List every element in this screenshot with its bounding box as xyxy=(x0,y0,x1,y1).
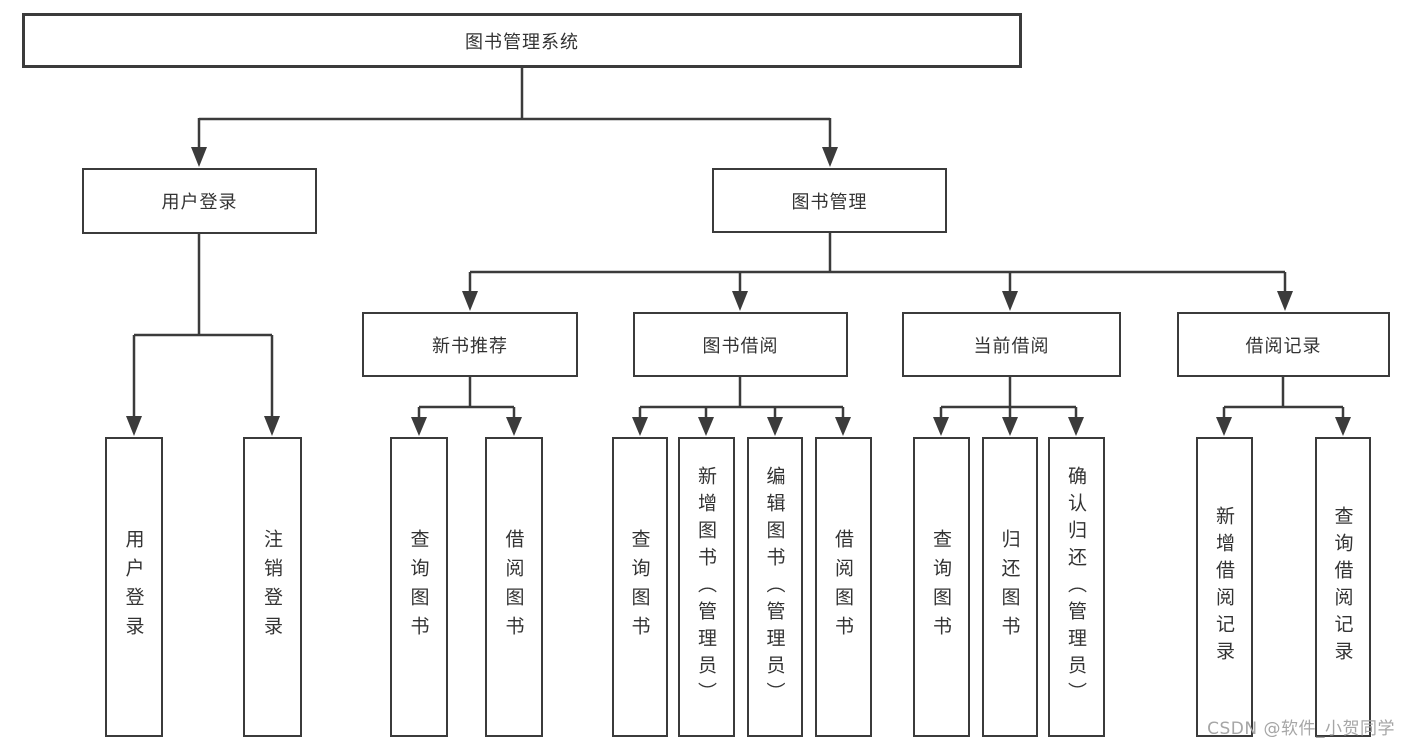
leaf-user-login: 用户登录 xyxy=(105,437,163,737)
leaf-query-books-recommend: 查询图书 xyxy=(390,437,448,737)
leaf-query-borrow-record: 查询借阅记录 xyxy=(1315,437,1371,737)
node-current-borrowing: 当前借阅 xyxy=(902,312,1121,377)
leaf-label: 编辑图书（管理员） xyxy=(763,465,786,709)
node-label: 借阅记录 xyxy=(1245,335,1322,357)
node-borrow-records: 借阅记录 xyxy=(1177,312,1390,377)
node-label: 当前借阅 xyxy=(973,335,1050,357)
leaf-query-books-current: 查询图书 xyxy=(913,437,970,737)
csdn-watermark: CSDN @软件_小贺同学 xyxy=(1207,719,1395,739)
leaf-label: 新增借阅记录 xyxy=(1213,506,1235,668)
node-book-borrowing: 图书借阅 xyxy=(633,312,848,377)
leaf-label: 归还图书 xyxy=(998,529,1021,645)
leaf-edit-book-admin: 编辑图书（管理员） xyxy=(747,437,803,737)
leaf-return-books: 归还图书 xyxy=(982,437,1038,737)
leaf-label: 借阅图书 xyxy=(832,529,854,645)
node-book-management: 图书管理 xyxy=(712,168,947,233)
leaf-borrow-books-recommend: 借阅图书 xyxy=(485,437,543,737)
node-new-book-recommend: 新书推荐 xyxy=(362,312,578,377)
node-label: 用户登录 xyxy=(161,192,238,213)
node-label: 图书借阅 xyxy=(702,335,779,357)
leaf-label: 确认归还（管理员） xyxy=(1065,465,1087,709)
leaf-label: 注销登录 xyxy=(261,529,283,645)
leaf-label: 查询借阅记录 xyxy=(1331,506,1354,668)
node-label: 新书推荐 xyxy=(432,335,508,357)
node-label: 图书管理系统 xyxy=(465,31,579,53)
leaf-label: 查询图书 xyxy=(407,529,430,645)
leaf-label: 借阅图书 xyxy=(502,529,525,645)
leaf-label: 查询图书 xyxy=(628,529,651,645)
leaf-query-books-borrowing: 查询图书 xyxy=(612,437,668,737)
leaf-confirm-return-admin: 确认归还（管理员） xyxy=(1048,437,1105,737)
node-root-system: 图书管理系统 xyxy=(22,13,1022,68)
leaf-add-borrow-record: 新增借阅记录 xyxy=(1196,437,1253,737)
leaf-logout: 注销登录 xyxy=(243,437,302,737)
leaf-label: 新增图书（管理员） xyxy=(695,465,717,709)
leaf-add-book-admin: 新增图书（管理员） xyxy=(678,437,735,737)
leaf-borrow-books: 借阅图书 xyxy=(815,437,872,737)
node-label: 图书管理 xyxy=(791,191,868,213)
leaf-label: 用户登录 xyxy=(122,529,145,645)
leaf-label: 查询图书 xyxy=(930,529,952,645)
node-user-login: 用户登录 xyxy=(82,168,317,234)
